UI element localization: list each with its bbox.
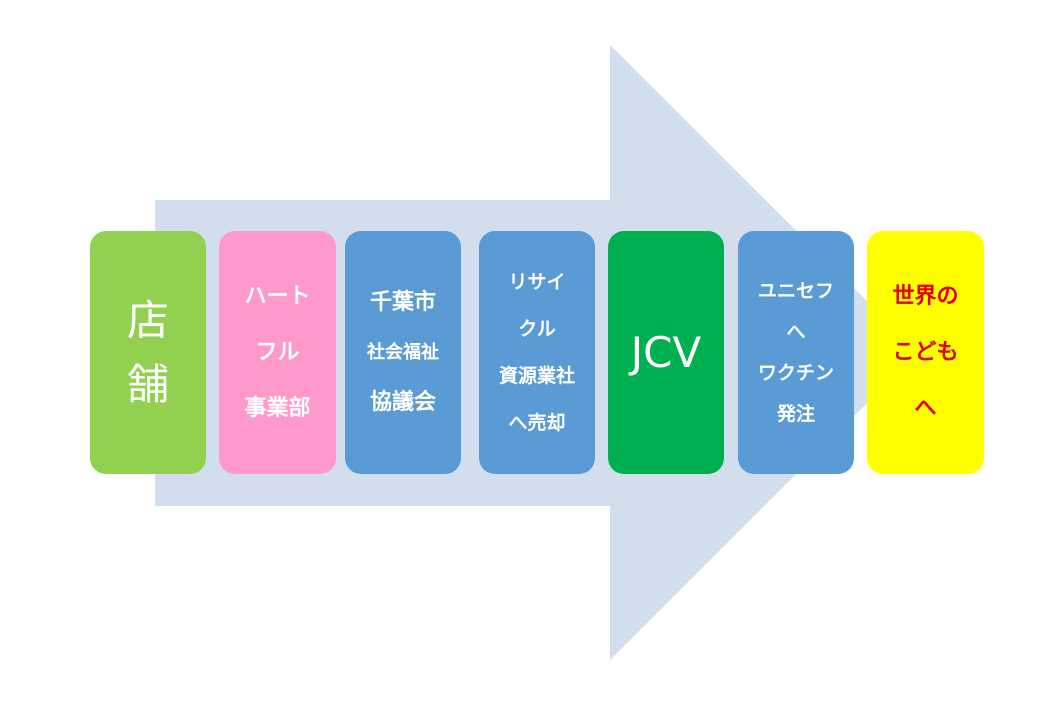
step-store-line-2: 舗 (126, 359, 169, 409)
step-council-line-2: 社会福祉 (367, 341, 439, 363)
step-heartful-line-1: ハート (244, 283, 311, 309)
step-unicef-line-3: ワクチン (757, 361, 834, 384)
step-council-line-1: 千葉市 (369, 289, 436, 315)
step-children-of-world: 世界の こども へ (867, 231, 984, 474)
step-heartful-line-2: フル (255, 339, 300, 365)
step-unicef-line-1: ユニセフ (757, 279, 834, 302)
step-unicef-vaccine-order: ユニセフ へ ワクチン 発注 (738, 231, 854, 474)
step-jcv: JCV (608, 231, 724, 474)
step-recycling-line-2: クル (518, 317, 556, 340)
step-store-line-1: 店 (126, 295, 169, 345)
step-heartful-division: ハート フル 事業部 (219, 231, 336, 474)
step-unicef-line-4: 発注 (776, 402, 815, 425)
step-children-line-2: こども (892, 339, 959, 365)
step-recycling-line-3: 資源業社 (498, 364, 575, 387)
step-council-line-3: 協議会 (369, 389, 436, 415)
step-store: 店 舗 (90, 231, 206, 474)
step-recycling-sale: リサイ クル 資源業社 へ売却 (479, 231, 595, 474)
step-recycling-line-4: へ売却 (508, 411, 566, 434)
step-children-line-3: へ (914, 395, 937, 421)
step-social-welfare-council: 千葉市 社会福祉 協議会 (345, 231, 461, 474)
step-recycling-line-1: リサイ (508, 270, 566, 293)
step-heartful-line-3: 事業部 (244, 395, 311, 421)
step-unicef-line-2: へ (786, 320, 806, 343)
step-children-line-1: 世界の (892, 283, 959, 309)
step-jcv-label: JCV (630, 327, 702, 377)
